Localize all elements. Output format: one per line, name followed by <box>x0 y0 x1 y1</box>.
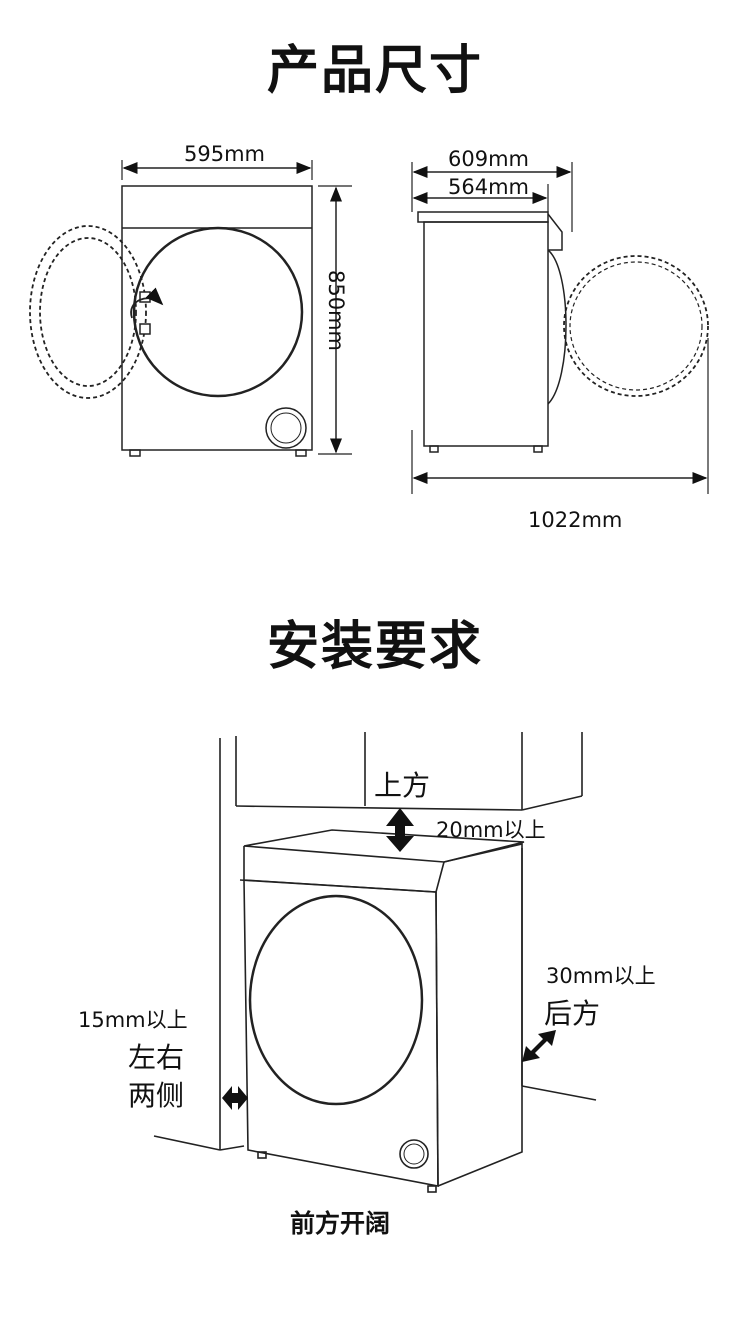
front-view <box>29 185 313 457</box>
side-label-2: 两侧 <box>128 1079 185 1112</box>
side-label-1: 左右 <box>128 1041 185 1074</box>
depth-door-open-label: 1022mm <box>528 508 623 532</box>
back-label: 后方 <box>544 997 601 1030</box>
back-clearance-arrow <box>522 1030 556 1062</box>
front-label: 前方开阔 <box>290 1209 391 1238</box>
side-clearance-arrow <box>222 1086 248 1110</box>
dimensions-title: 产品尺寸 <box>266 41 483 101</box>
side-depth-inner-label: 564mm <box>448 175 529 199</box>
top-clearance-label: 20mm以上 <box>436 818 546 842</box>
top-clearance-arrow <box>386 808 414 852</box>
dimension-drawing <box>29 160 709 494</box>
front-width-label: 595mm <box>184 142 265 166</box>
side-depth-outer-label: 609mm <box>448 147 529 171</box>
installation-title: 安装要求 <box>266 617 483 677</box>
side-view <box>417 211 709 453</box>
back-clearance-label: 30mm以上 <box>546 964 656 988</box>
side-clearance-label: 15mm以上 <box>78 1008 188 1032</box>
top-label: 上方 <box>374 769 431 802</box>
